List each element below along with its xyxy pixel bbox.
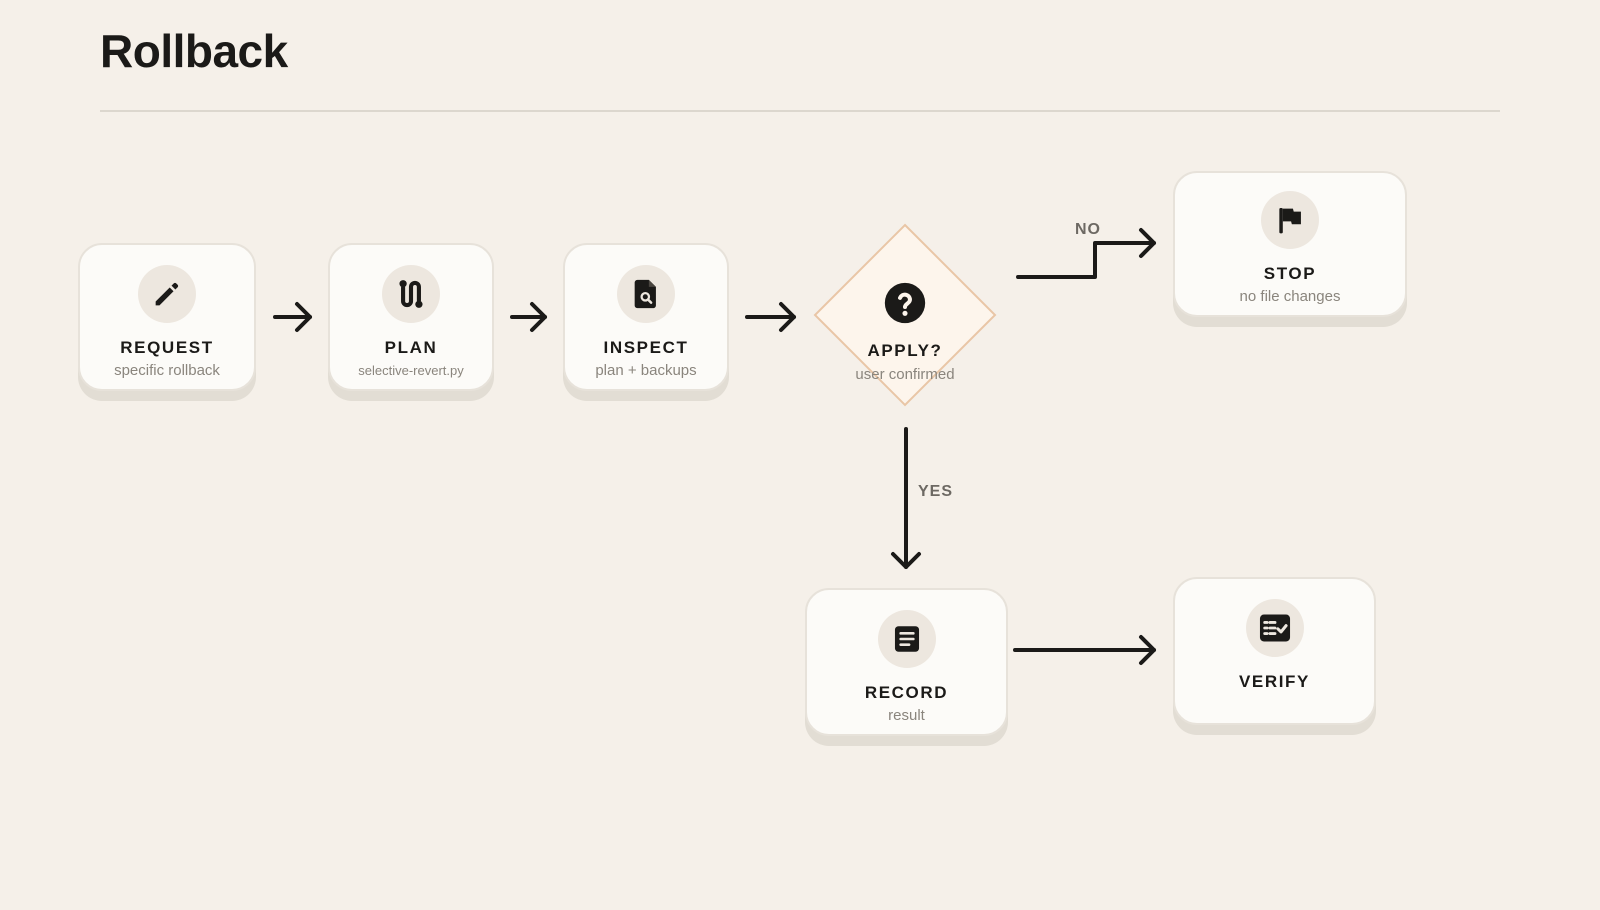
node-request[interactable]: REQUEST specific rollback xyxy=(78,243,256,391)
inspect-sublabel: plan + backups xyxy=(595,362,697,379)
edge-label-yes: YES xyxy=(918,483,954,500)
plan-sublabel: selective-revert.py xyxy=(358,363,464,378)
node-verify[interactable]: VERIFY xyxy=(1173,577,1376,725)
edge-label-no: NO xyxy=(1075,221,1101,238)
stop-icon-circle xyxy=(1261,191,1319,249)
record-icon-circle xyxy=(877,610,936,668)
arrow-apply-to-record xyxy=(891,427,921,569)
inspect-label: INSPECT xyxy=(603,338,689,357)
checklist-icon xyxy=(1259,614,1290,642)
plan-label: PLAN xyxy=(384,338,438,357)
stop-sublabel: no file changes xyxy=(1239,288,1341,305)
request-sublabel: specific rollback xyxy=(114,362,220,379)
route-icon xyxy=(399,280,423,308)
verify-label: VERIFY xyxy=(1238,672,1310,691)
file-search-icon xyxy=(634,279,656,309)
node-inspect[interactable]: INSPECT plan + backups xyxy=(563,243,729,391)
node-stop[interactable]: STOP no file changes xyxy=(1173,171,1407,317)
inspect-icon-circle xyxy=(617,265,675,323)
page-title: Rollback xyxy=(100,25,288,77)
request-icon-circle xyxy=(138,265,196,323)
plan-icon-circle xyxy=(382,265,440,323)
document-icon xyxy=(894,626,919,652)
question-icon xyxy=(884,282,926,324)
arrow-inspect-to-apply xyxy=(745,302,796,332)
node-apply-decision[interactable]: APPLY? user confirmed xyxy=(813,223,997,407)
arrow-plan-to-inspect xyxy=(510,302,547,332)
node-record[interactable]: RECORD result xyxy=(805,588,1008,736)
pencil-icon xyxy=(155,282,179,306)
apply-sublabel: user confirmed xyxy=(855,366,955,383)
verify-icon-circle xyxy=(1245,599,1304,657)
flag-icon xyxy=(1279,208,1301,234)
title-divider xyxy=(100,110,1500,112)
node-plan[interactable]: PLAN selective-revert.py xyxy=(328,243,494,391)
record-label: RECORD xyxy=(864,683,949,702)
arrow-apply-to-stop xyxy=(1016,228,1156,279)
apply-label: APPLY? xyxy=(867,341,943,360)
record-sublabel: result xyxy=(888,707,925,724)
arrow-record-to-verify xyxy=(1013,635,1156,665)
stop-label: STOP xyxy=(1263,264,1317,283)
arrow-request-to-plan xyxy=(273,302,312,332)
request-label: REQUEST xyxy=(120,338,214,357)
